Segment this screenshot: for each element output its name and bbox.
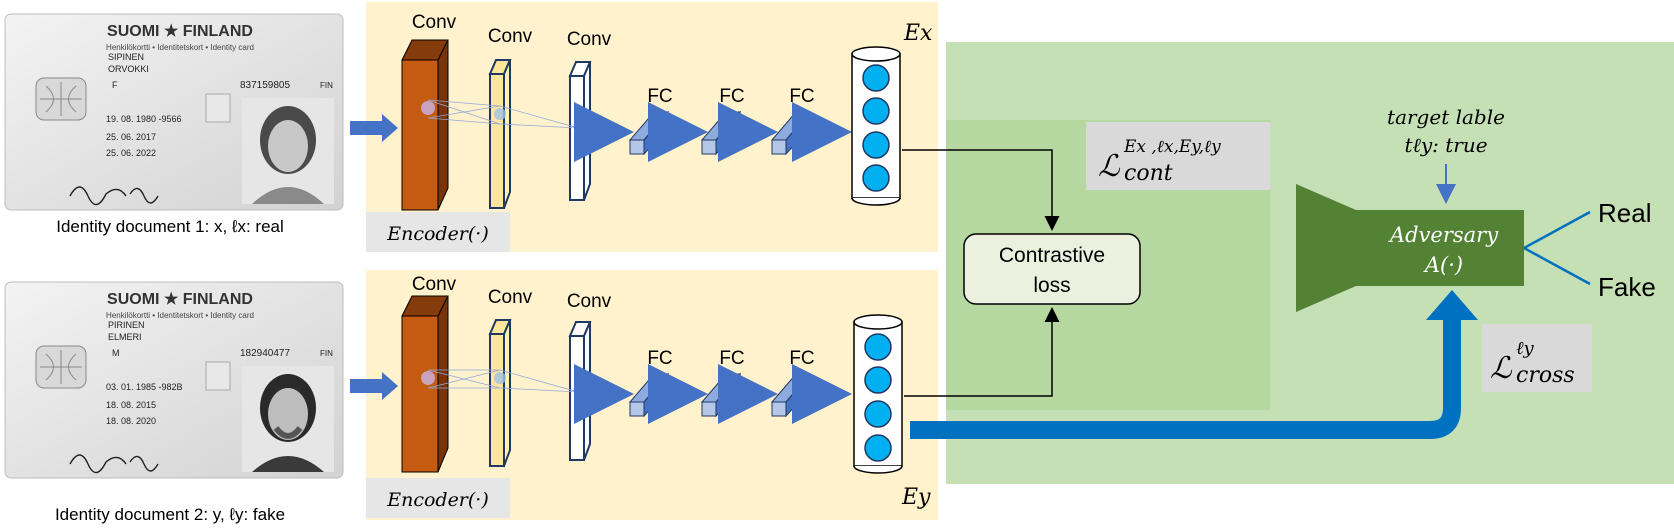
conv1-label-top: Conv (412, 12, 457, 33)
connector-bottom (904, 307, 1060, 397)
output-real: Real (1598, 198, 1651, 228)
output-line-real (1523, 210, 1591, 250)
conv3-label-bottom: Conv (567, 291, 612, 312)
embedding-label-bottom: Ey (901, 485, 931, 510)
conv2-label-bottom: Conv (488, 287, 533, 308)
fc1-label-top: FC (647, 86, 672, 107)
cross-loss-symbol: ℒ (1490, 351, 1513, 386)
card1-expiry: 25. 06. 2022 (106, 148, 156, 158)
contrastive-box-line2: loss (1033, 274, 1070, 297)
contrastive-box-line1: Contrastive (999, 244, 1105, 267)
card1-issued: 25. 06. 2017 (106, 132, 156, 142)
card2-sex: M (112, 348, 120, 358)
fc-layers-top (628, 102, 852, 162)
encoder-bottom: Conv Conv Conv FC FC FC (366, 274, 931, 518)
card2-nationality: FIN (320, 349, 333, 358)
fc-layers-bottom (628, 364, 852, 424)
conv2-label-top: Conv (488, 26, 533, 47)
card1-surname: SIPINEN (108, 52, 144, 62)
fc3-label-bottom: FC (789, 348, 814, 369)
target-label-line2: tℓy: true (1404, 133, 1487, 157)
adversary-label-line2: A(·) (1423, 253, 1463, 277)
contrastive-formula-bg (1086, 122, 1270, 190)
card1-country: SUOMI ★ FINLAND (107, 23, 253, 40)
id-card-1: SUOMI ★ FINLAND Henkilökortti • Identite… (4, 13, 344, 211)
contrastive-loss-box (963, 233, 1141, 305)
card2-type: Henkilökortti • Identitetskort • Identit… (106, 311, 254, 320)
fc3-label-top: FC (789, 86, 814, 107)
card2-number: 182940477 (240, 348, 290, 359)
card2-given: ELMERI (108, 332, 142, 342)
cross-loss-sub: cross (1516, 363, 1575, 388)
doc2-caption: Identity document 2: y, ℓy: fake (55, 505, 285, 524)
contrastive-loss-sup: Ex ,ℓx,Ey,ℓy (1123, 137, 1221, 157)
conv3-label-top: Conv (567, 29, 612, 50)
encoder-label-top: Encoder(·) (386, 223, 489, 245)
card1-type: Henkilökortti • Identitetskort • Identit… (106, 43, 254, 52)
output-line-fake (1523, 246, 1591, 286)
contrastive-loss-sub: cont (1124, 161, 1173, 186)
input-arrow-top (350, 114, 398, 142)
encoder-label-bottom: Encoder(·) (386, 489, 489, 511)
card2-surname: PIRINEN (108, 320, 145, 330)
fc2-label-bottom: FC (719, 348, 744, 369)
card2-birth: 03. 01. 1985 -982B (106, 382, 183, 392)
embedding-label-top: Ex (903, 21, 933, 46)
cross-loss-sup: ℓy (1516, 338, 1534, 359)
target-label-line1: target lable (1387, 105, 1505, 129)
contrastive-loss-symbol: ℒ (1098, 149, 1121, 184)
doc1-caption: Identity document 1: x, ℓx: real (56, 217, 284, 236)
adversary-label-line1: Adversary (1388, 223, 1499, 247)
fc2-label-top: FC (719, 86, 744, 107)
encoder-top: Conv Conv Conv FC FC FC (366, 12, 933, 252)
output-fake: Fake (1598, 272, 1656, 302)
connector-top (902, 149, 1060, 231)
card2-country: SUOMI ★ FINLAND (107, 291, 253, 308)
flow-arrow-to-adversary (910, 318, 1461, 439)
conv1-label-bottom: Conv (412, 274, 457, 295)
embedding-vector-bottom (853, 314, 903, 474)
id-card-2: SUOMI ★ FINLAND Henkilökortti • Identite… (4, 281, 344, 479)
embedding-vector-top (851, 46, 901, 206)
card2-expiry: 18. 08. 2020 (106, 416, 156, 426)
input-arrow-bottom (350, 372, 398, 400)
adversary-block (1296, 184, 1524, 312)
cross-formula-bg (1482, 324, 1592, 392)
card1-nationality: FIN (320, 81, 333, 90)
card1-sex: F (112, 80, 118, 90)
card1-number: 837159805 (240, 80, 290, 91)
card2-issued: 18. 08. 2015 (106, 400, 156, 410)
fc1-label-bottom: FC (647, 348, 672, 369)
card1-birth: 19. 08. 1980 -9566 (106, 114, 182, 124)
card1-given: ORVOKKI (108, 64, 149, 74)
